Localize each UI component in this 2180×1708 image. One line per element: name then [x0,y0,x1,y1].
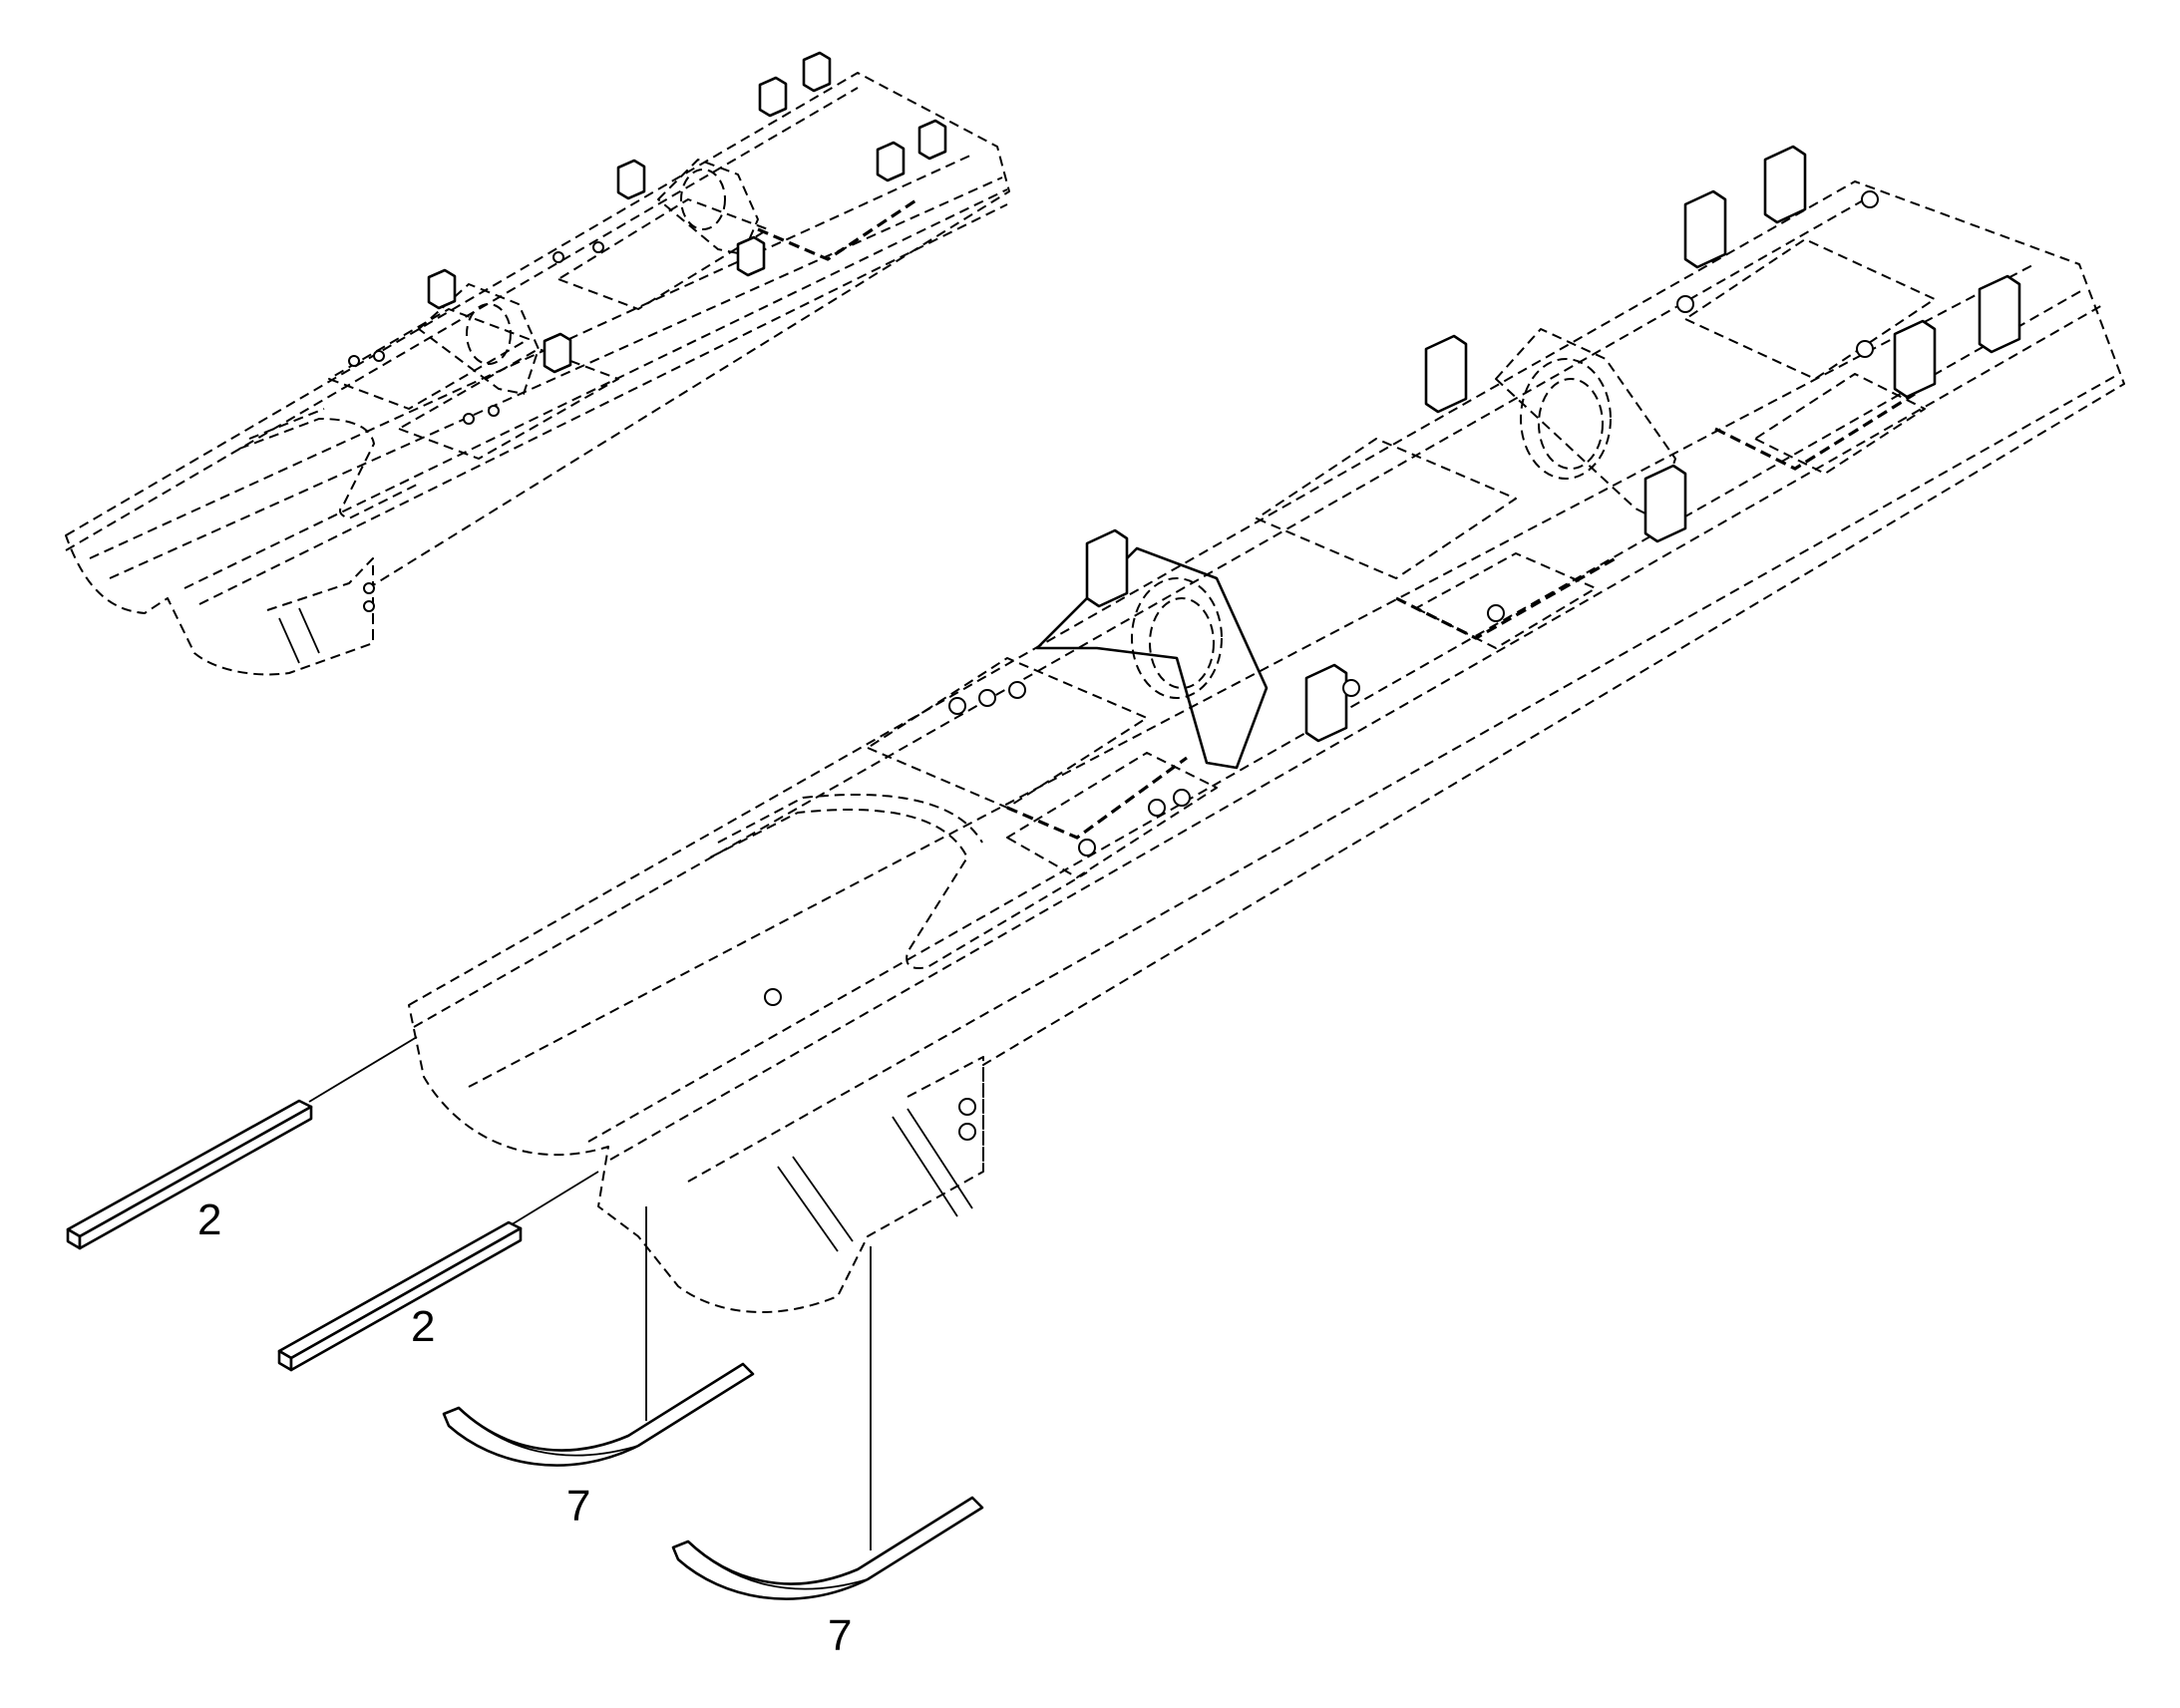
leader-line-2b [508,1171,599,1227]
small-assembly-view [65,51,1010,676]
curved-strip-part-7b [671,1496,984,1600]
loose-parts: 2 2 7 7 [66,1036,984,1660]
callout-label-2a: 2 [197,1196,221,1244]
callout-label-7b: 7 [828,1611,852,1660]
bar-part-2b [277,1220,523,1372]
callout-label-7a: 7 [566,1482,590,1531]
large-assembly-view [408,145,2125,1314]
leader-line-2a [308,1036,418,1103]
curved-strip-part-7a [442,1362,755,1467]
callout-label-2b: 2 [411,1302,435,1351]
bar-part-2a [66,1099,313,1250]
